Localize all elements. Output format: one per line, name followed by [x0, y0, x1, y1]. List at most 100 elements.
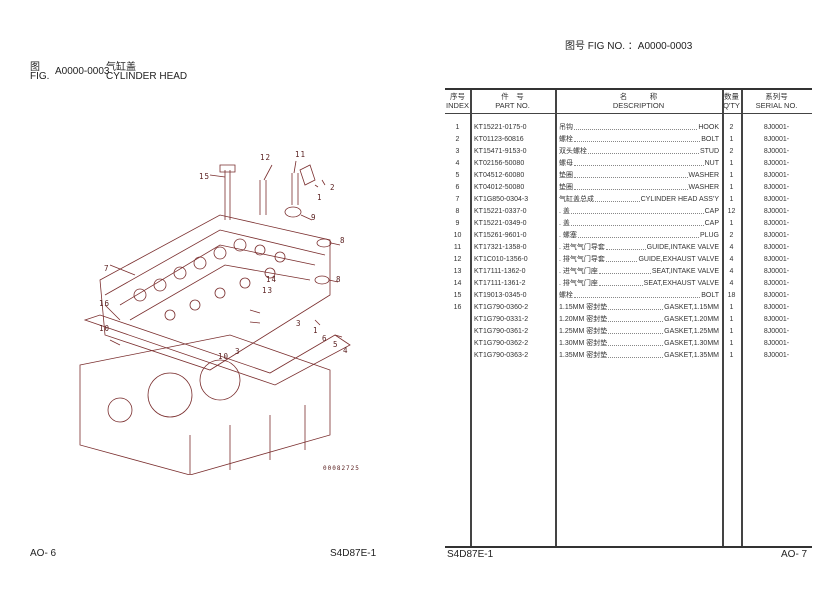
row-part-no: KT04512-60080 [474, 172, 525, 179]
row-serial: 8J0001- [763, 256, 790, 263]
callout-1: 1 [317, 193, 323, 202]
callout-13: 13 [262, 286, 274, 295]
row-index: 2 [455, 136, 460, 143]
callout-10b: 10 [218, 352, 230, 361]
row-part-no: KT15221-0349-0 [474, 220, 527, 227]
row-index: 16 [453, 304, 462, 311]
desc-cn: . 螺塞 [559, 232, 577, 239]
callout-7: 7 [104, 264, 110, 273]
desc-cn: 螺栓 [559, 292, 573, 299]
row-qty: 1 [729, 196, 734, 203]
row-serial: 8J0001- [763, 352, 790, 359]
row-serial: 8J0001- [763, 208, 790, 215]
row-serial: 8J0001- [763, 232, 790, 239]
leader-dots [608, 350, 664, 358]
leader-dots [570, 206, 704, 214]
row-qty: 1 [729, 316, 734, 323]
desc-en: PLUG [699, 232, 719, 239]
desc-cn: 垫圈 [559, 184, 573, 191]
valve-holes [133, 238, 286, 321]
row-part-no: KT1G790-0362-2 [474, 340, 529, 347]
desc-en: SEAT,INTAKE VALVE [651, 268, 719, 275]
desc-cn: . 进气气门导套 [559, 244, 605, 251]
row-part-no: KT1G790-0360-2 [474, 304, 529, 311]
desc-cn: 1.30MM 密封垫 [559, 340, 608, 347]
callout-6: 6 [322, 334, 328, 343]
row-part-no: KT1G790-0331-2 [474, 316, 529, 323]
desc-cn: . 排气气门导套 [559, 256, 605, 263]
row-description: 垫圈 WASHER [559, 182, 719, 194]
leader-dots [605, 242, 646, 250]
row-qty: 1 [729, 304, 734, 311]
leader-dots [608, 326, 664, 334]
row-part-no: KT1C010-1356-0 [474, 256, 528, 263]
row-part-no: KT01123-60816 [474, 136, 524, 143]
fig-label-en: FIG. [30, 71, 50, 82]
row-index: 12 [453, 256, 462, 263]
row-part-no: KT17111-1361-2 [474, 280, 526, 287]
row-serial: 8J0001- [763, 316, 790, 323]
desc-cn: . 盖 [559, 208, 570, 215]
leader-dots [577, 230, 699, 238]
row-index: 9 [455, 220, 460, 227]
row-part-no: KT04012-50080 [474, 184, 525, 191]
row-qty: 4 [729, 268, 734, 275]
row-serial: 8J0001- [763, 304, 790, 311]
row-description: 气缸盖总成 CYLINDER HEAD ASS'Y [559, 194, 719, 206]
left-model: S4D87E-1 [330, 548, 377, 559]
desc-cn: 气缸盖总成 [559, 196, 594, 203]
desc-cn: 双头螺栓 [559, 148, 587, 155]
fig-number: A0000-0003 [55, 66, 110, 77]
row-qty: 4 [729, 244, 734, 251]
callout-3b: 3 [235, 347, 241, 356]
row-qty: 12 [727, 208, 736, 215]
desc-cn: 垫圈 [559, 172, 573, 179]
row-index: 7 [455, 196, 460, 203]
desc-en: CYLINDER HEAD ASS'Y [640, 196, 719, 203]
row-qty: 4 [729, 280, 734, 287]
desc-cn: 螺栓 [559, 136, 573, 143]
row-serial: 8J0001- [763, 124, 790, 131]
left-page-number: AO- 6 [30, 548, 57, 559]
desc-en: CAP [704, 208, 719, 215]
row-index: 11 [453, 244, 462, 251]
leader-dots [570, 218, 704, 226]
row-qty: 1 [729, 340, 734, 347]
row-serial: 8J0001- [763, 196, 790, 203]
desc-en: GASKET,1.25MM [664, 328, 719, 335]
desc-cn: 1.20MM 密封垫 [559, 316, 608, 323]
desc-cn: 1.15MM 密封垫 [559, 304, 608, 311]
row-index: 10 [453, 232, 462, 239]
desc-en: WASHER [688, 184, 719, 191]
row-qty: 1 [729, 184, 734, 191]
desc-cn: 1.35MM 密封垫 [559, 352, 608, 359]
desc-cn: . 盖 [559, 220, 570, 227]
row-index: 14 [453, 280, 462, 287]
row-index: 6 [455, 184, 460, 191]
gasket-drawing [83, 314, 351, 386]
callout-9: 9 [311, 213, 317, 222]
desc-en: NUT [704, 160, 719, 167]
